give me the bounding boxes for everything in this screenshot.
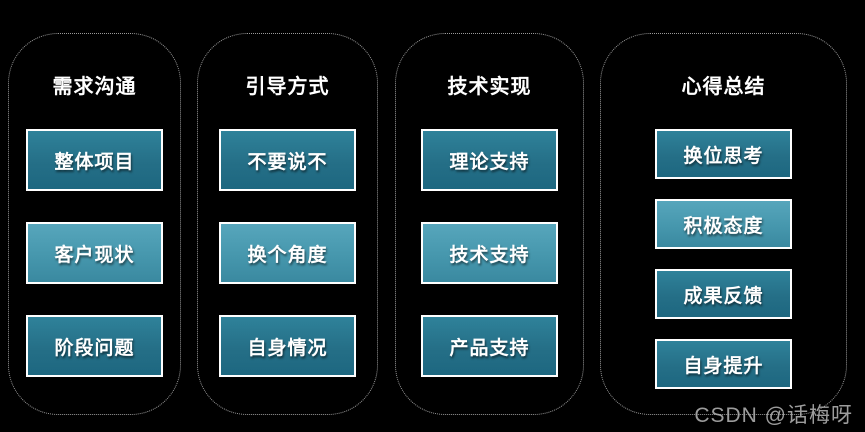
column-requirements-communication: 需求沟通整体项目客户现状阶段问题 [8, 33, 181, 415]
item-box: 积极态度 [655, 199, 792, 249]
column-technical-implementation: 技术实现理论支持技术支持产品支持 [395, 33, 584, 415]
column-box-list: 理论支持技术支持产品支持 [421, 129, 558, 377]
item-box: 换个角度 [219, 222, 356, 284]
column-title: 需求沟通 [52, 76, 137, 98]
item-box: 理论支持 [421, 129, 558, 191]
item-box: 阶段问题 [26, 315, 163, 377]
column-box-list: 不要说不换个角度自身情况 [219, 129, 356, 377]
column-title: 心得总结 [681, 76, 766, 98]
item-box: 自身提升 [655, 339, 792, 389]
column-title: 技术实现 [447, 76, 532, 98]
column-title: 引导方式 [245, 76, 330, 98]
item-box: 产品支持 [421, 315, 558, 377]
item-box: 整体项目 [26, 129, 163, 191]
column-box-list: 整体项目客户现状阶段问题 [26, 129, 163, 377]
item-box: 自身情况 [219, 315, 356, 377]
item-box: 客户现状 [26, 222, 163, 284]
column-experience-summary: 心得总结换位思考积极态度成果反馈自身提升 [600, 33, 847, 415]
column-box-list: 换位思考积极态度成果反馈自身提升 [655, 129, 792, 389]
item-box: 技术支持 [421, 222, 558, 284]
column-guidance-methods: 引导方式不要说不换个角度自身情况 [197, 33, 378, 415]
watermark: CSDN @话梅呀 [694, 404, 853, 427]
item-box: 不要说不 [219, 129, 356, 191]
item-box: 成果反馈 [655, 269, 792, 319]
item-box: 换位思考 [655, 129, 792, 179]
